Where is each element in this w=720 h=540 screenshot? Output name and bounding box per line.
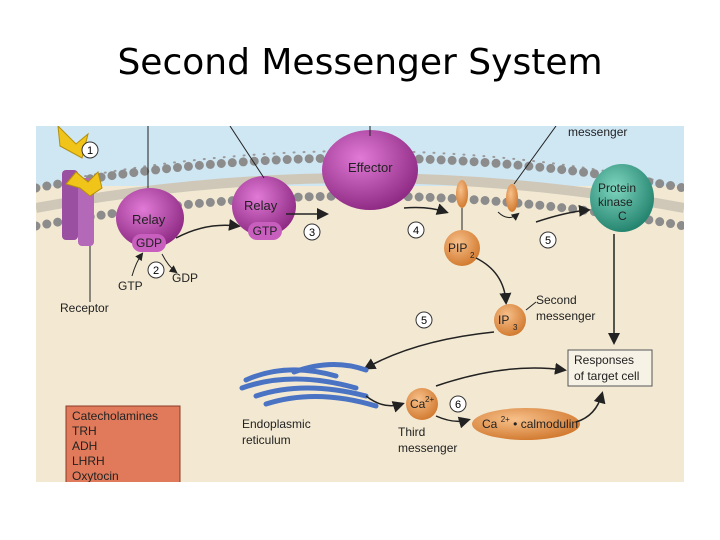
relay-protein-right [232, 176, 296, 236]
relay-protein-left [116, 188, 184, 248]
ip3-molecule [494, 304, 526, 336]
second-messenger-label-line2: messenger [536, 309, 595, 323]
hormone-item: TRH [72, 424, 97, 438]
hormone-item: ADH [72, 439, 97, 453]
step-4-number: 4 [413, 225, 419, 237]
ca-calmodulin-complex [472, 408, 580, 440]
ip3-label: IP [498, 313, 509, 327]
diagram-figure: 1 Receptor Relay GDP 2 GTP GDP Relay GTP… [36, 126, 684, 482]
ip3-subscript: 3 [513, 323, 518, 332]
third-messenger-label-line2: messenger [398, 441, 457, 455]
endoplasmic-reticulum-icon [239, 361, 379, 409]
pip2-label: PIP [448, 241, 467, 255]
pkc-label-line3: C [618, 209, 627, 223]
pkc-label-line2: kinase [598, 195, 633, 209]
gtp-on-relay-label: GTP [253, 224, 278, 238]
effector-label: Effector [348, 160, 393, 175]
hormone-item: Oxytocin [72, 469, 119, 482]
third-messenger-label-line1: Third [398, 425, 425, 439]
gdp-on-relay-label: GDP [136, 236, 162, 250]
ca-superscript: 2+ [425, 395, 434, 404]
step-3-number: 3 [309, 227, 315, 239]
hormone-item: Catecholamines [72, 409, 158, 423]
gdp-out-label: GDP [172, 271, 198, 285]
step-1-number: 1 [87, 145, 93, 157]
relay-left-label: Relay [132, 212, 166, 227]
ca-label: Ca [410, 397, 426, 411]
responses-box [567, 349, 653, 387]
step-5a-number: 5 [545, 235, 551, 247]
ca-calmodulin-superscript: 2+ [501, 415, 510, 424]
diagram-svg: 1 Receptor Relay GDP 2 GTP GDP Relay GTP… [36, 126, 684, 482]
er-label-line1: Endoplasmic [242, 417, 311, 431]
calcium-ion [406, 388, 438, 420]
receptor [62, 170, 103, 246]
hormone-list-box [65, 405, 181, 482]
step-2-number: 2 [153, 265, 159, 277]
responses-label-line1: Responses [574, 353, 634, 367]
step-6-number: 6 [455, 399, 461, 411]
responses-label-line2: of target cell [574, 369, 639, 383]
ca-calmodulin-prefix: Ca [482, 417, 498, 431]
pip2-molecule [444, 230, 480, 266]
second-messenger-label-line1: Second [536, 293, 577, 307]
pkc-label-line1: Protein [598, 181, 636, 195]
er-label-line2: reticulum [242, 433, 291, 447]
hormone-item: LHRH [72, 454, 105, 468]
ca-calmodulin-suffix: • calmodulin [513, 417, 578, 431]
slide-title: Second Messenger System [117, 42, 603, 83]
protein-kinase-c [590, 164, 654, 232]
receptor-label: Receptor [60, 301, 109, 315]
svg-text:Ca 2+ • calmodulin: Ca 2+ • calmodulin [482, 411, 578, 431]
relay-right-label: Relay [244, 198, 278, 213]
effector-enzyme [322, 130, 418, 210]
top-messenger-label: messenger [568, 126, 627, 139]
step-5b-number: 5 [421, 315, 427, 327]
gtp-in-label: GTP [118, 279, 143, 293]
pip2-subscript: 2 [470, 251, 475, 260]
